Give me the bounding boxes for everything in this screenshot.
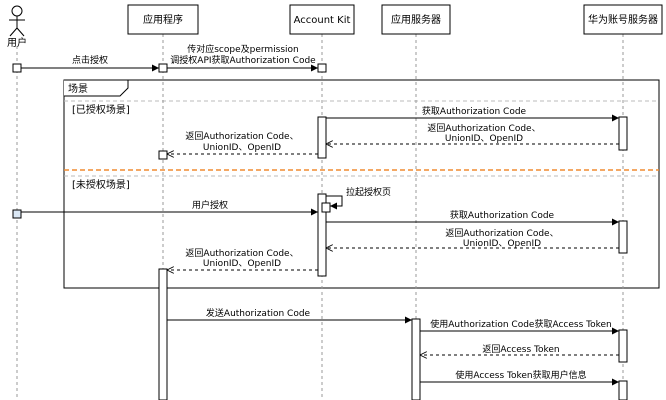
activation-kit-2 — [317, 116, 327, 159]
participant-server: 应用服务器 — [391, 13, 441, 26]
label-return-code-1a: 返回Authorization Code、 — [427, 122, 540, 134]
label-user-authorize: 用户授权 — [192, 199, 228, 211]
label-get-code-2: 获取Authorization Code — [450, 210, 555, 221]
label-return-access-token: 返回Access Token — [482, 343, 559, 355]
activation-app-1 — [158, 63, 168, 73]
label-call-api: 调授权API获取Authorization Code — [170, 54, 316, 66]
label-return-code-3a: 返回Authorization Code、 — [445, 227, 558, 239]
activation-user-2 — [12, 209, 22, 219]
participant-server-box: 应用服务器 — [381, 4, 451, 35]
section-authorized-label: [已授权场景] — [72, 103, 130, 116]
activation-kit-3 — [317, 193, 327, 277]
label-return-code-4a: 返回Authorization Code、 — [185, 247, 298, 259]
label-send-code: 发送Authorization Code — [206, 307, 311, 319]
label-pass-scope: 传对应scope及permission — [187, 43, 299, 55]
label-return-code-2a: 返回Authorization Code、 — [185, 130, 298, 142]
activation-server-1 — [411, 318, 421, 400]
label-get-code-1: 获取Authorization Code — [422, 106, 527, 117]
label-return-code-1b: UnionID、OpenID — [445, 134, 523, 144]
participant-app: 应用程序 — [143, 13, 183, 26]
label-return-code-4b: UnionID、OpenID — [203, 259, 281, 269]
msg-open-auth-page — [326, 195, 343, 210]
activation-user-1 — [12, 63, 22, 73]
activation-app-3 — [158, 268, 168, 400]
activation-kit-1 — [317, 63, 327, 73]
label-click-authorize: 点击授权 — [72, 54, 108, 66]
label-return-code-3b: UnionID、OpenID — [463, 239, 541, 249]
frame-label: 场景 — [68, 82, 88, 95]
participant-huawei-box: 华为账号服务器 — [583, 4, 663, 35]
user-actor-icon — [9, 5, 25, 37]
activation-huawei-3 — [618, 329, 628, 363]
participant-user: 用户 — [7, 36, 27, 49]
label-get-access-token: 使用Authorization Code获取Access Token — [430, 318, 611, 330]
participant-kit-box: Account Kit — [289, 4, 355, 35]
participant-huawei: 华为账号服务器 — [588, 13, 658, 26]
activation-app-2 — [158, 150, 168, 160]
section-unauthorized-label: [未授权场景] — [72, 178, 130, 191]
activation-huawei-1 — [618, 116, 628, 151]
participant-app-box: 应用程序 — [127, 4, 199, 35]
label-return-code-2b: UnionID、OpenID — [203, 143, 281, 153]
activation-huawei-4 — [618, 380, 628, 400]
participant-kit: Account Kit — [294, 15, 351, 26]
activation-kit-self — [321, 202, 331, 213]
message-labels: 点击授权 传对应scope及permission 调授权API获取Authori… — [72, 43, 612, 381]
label-open-auth-page: 拉起授权页 — [346, 186, 391, 198]
label-get-user-info: 使用Access Token获取用户信息 — [455, 369, 586, 381]
messages — [21, 64, 619, 386]
activation-huawei-2 — [618, 220, 628, 254]
scenario-frame: 场景 [已授权场景] [未授权场景] — [63, 79, 660, 289]
